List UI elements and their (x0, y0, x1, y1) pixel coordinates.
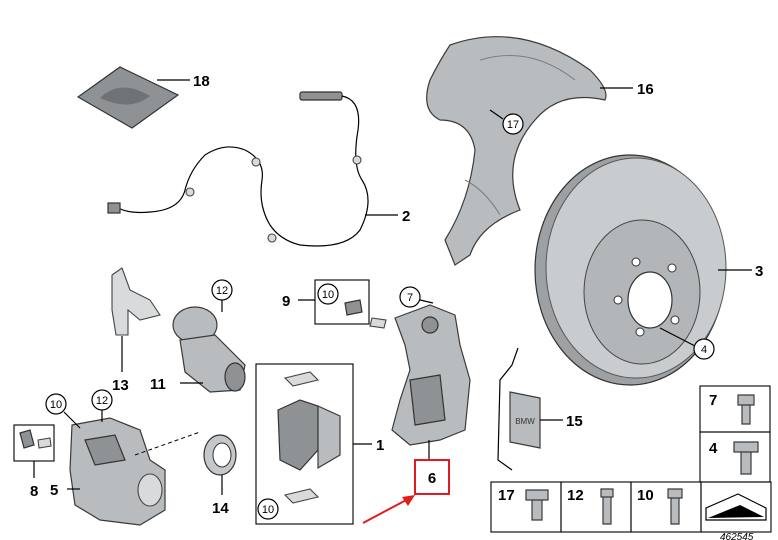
bolt-4-icon (733, 441, 759, 475)
callout-14: 14 (212, 500, 229, 517)
callout-15: 15 (566, 413, 583, 430)
part-13-bracket (111, 267, 161, 336)
callout-1: 1 (376, 437, 384, 454)
callout-3: 3 (755, 263, 763, 280)
callout-12-b: 12 (96, 395, 108, 407)
callout-5: 5 (50, 482, 58, 499)
part-15-spring-clip: BMW (497, 347, 541, 471)
legend-7: 7 (709, 392, 717, 409)
legend-12: 12 (567, 487, 584, 504)
part-3-brake-disc (534, 154, 727, 386)
callout-10-c: 10 (50, 399, 62, 411)
callout-11: 11 (150, 376, 166, 393)
part-6-caliper-carrier (391, 304, 471, 446)
highlight-box-6 (414, 459, 450, 495)
legend-4: 4 (709, 440, 718, 457)
legend-panel (490, 385, 772, 533)
bolt-17-icon (525, 489, 549, 521)
callout-13: 13 (112, 377, 129, 394)
wedge-fill (708, 505, 764, 518)
callout-8: 8 (30, 483, 38, 500)
guide-bolt (344, 299, 363, 316)
part-1-brake-pads (277, 371, 341, 504)
highlight-arrowhead (402, 495, 415, 506)
callout-10-a: 10 (322, 289, 334, 301)
part-14-seal-ring (203, 434, 237, 476)
pad-brand-text: BMW (515, 417, 535, 426)
callout-9: 9 (282, 293, 290, 310)
legend-10: 10 (637, 487, 654, 504)
part-2-wear-sensor (107, 91, 369, 247)
part-18-protective-cap (76, 66, 180, 129)
callout-17: 17 (507, 119, 519, 131)
callout-18: 18 (193, 73, 210, 90)
bolt-7-icon (737, 394, 755, 425)
highlight-arrow (362, 497, 411, 524)
legend-17: 17 (498, 487, 515, 504)
callout-6: 6 (428, 470, 436, 487)
drawing-number: 462545 (720, 532, 754, 540)
callout-16: 16 (637, 81, 654, 98)
bolt-12-icon (600, 488, 614, 525)
callout-7: 7 (407, 292, 413, 304)
bolt-10-icon (667, 488, 683, 525)
part-16-protection-plate (426, 36, 607, 266)
callout-12-a: 12 (216, 285, 228, 297)
callout-4: 4 (701, 344, 707, 356)
callout-10-b: 10 (262, 504, 274, 516)
part-5-brake-caliper (69, 417, 166, 526)
callout-2: 2 (402, 208, 410, 225)
part-9-box (314, 279, 370, 325)
part-11-actuator (172, 306, 246, 393)
